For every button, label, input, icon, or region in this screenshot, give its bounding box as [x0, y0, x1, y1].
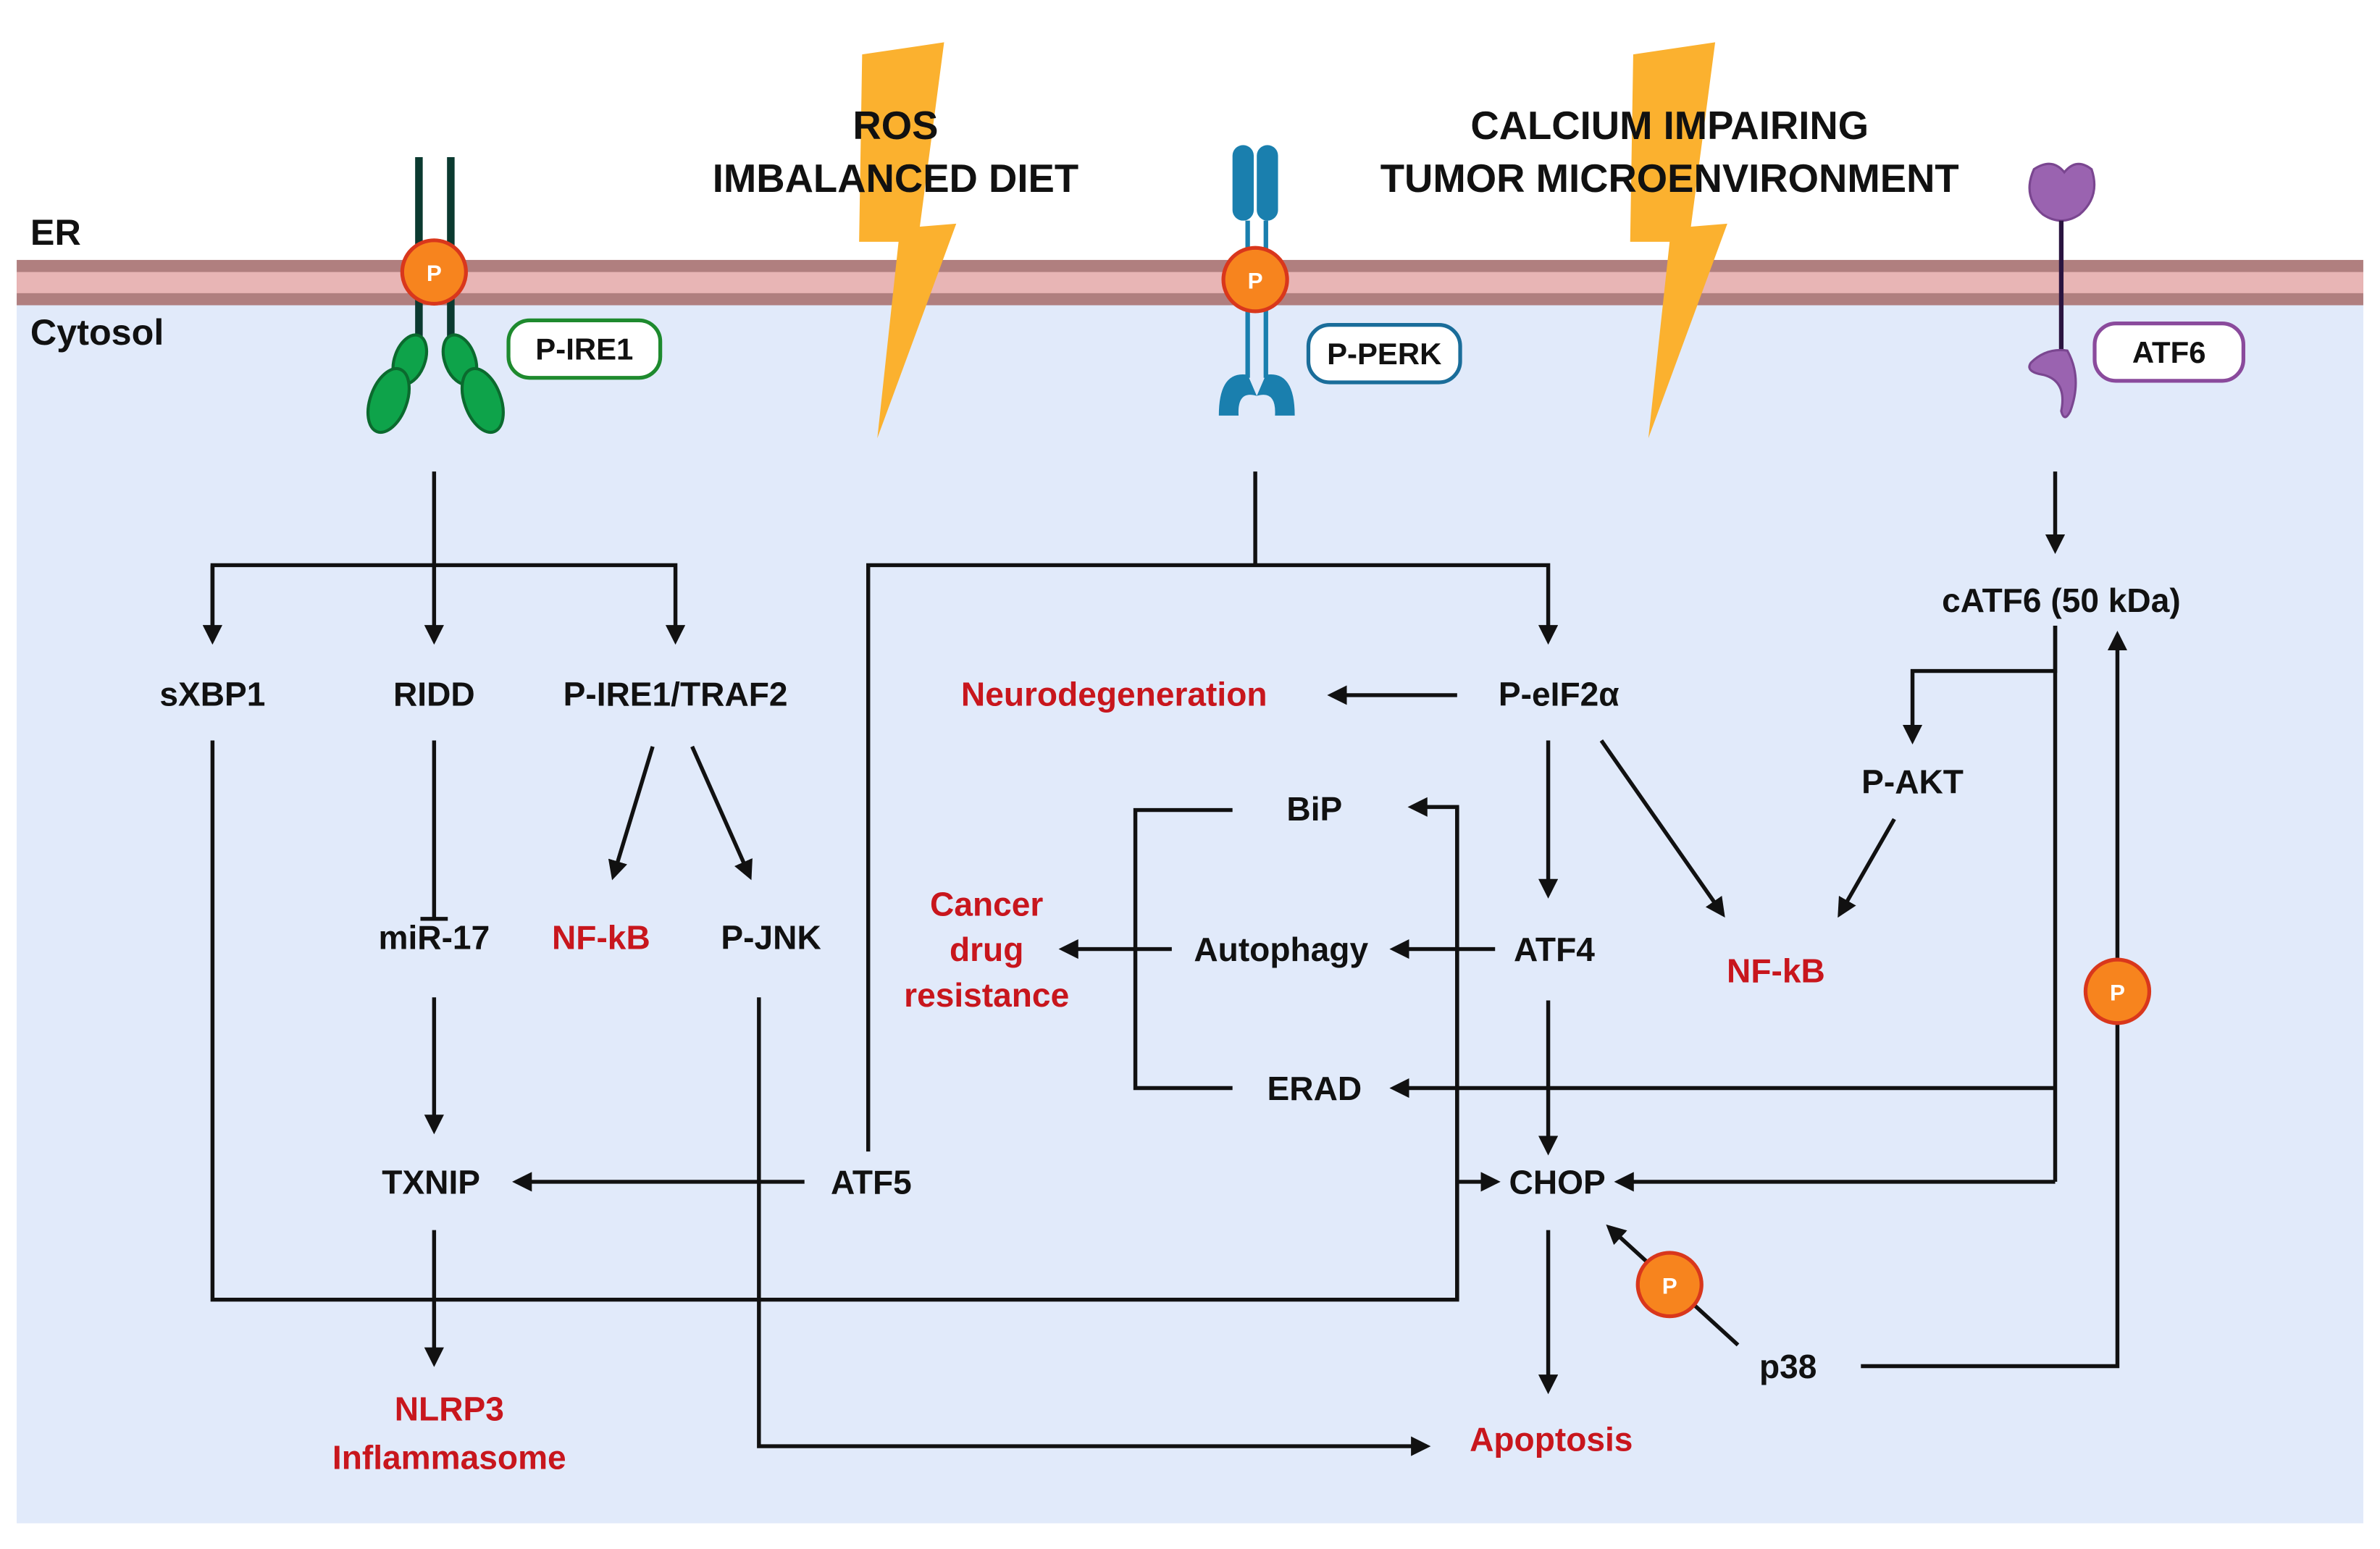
node-pakt: P-AKT	[1861, 763, 1964, 801]
node-ridd: RIDD	[393, 676, 475, 713]
perk-branch-connectors	[866, 471, 1725, 1395]
node-chop: CHOP	[1509, 1164, 1606, 1201]
lightning-bolt-icon	[1630, 42, 1727, 439]
svg-text:P: P	[1662, 1273, 1677, 1298]
node-nlrp3: NLRP3	[395, 1390, 504, 1428]
phospho-icon: P	[400, 238, 468, 306]
node-apoptosis: Apoptosis	[1470, 1420, 1633, 1458]
atf6-branch-connectors	[1389, 471, 2128, 1369]
stressor-tumor: TUMOR MICROENVIRONMENT	[1380, 156, 1959, 201]
node-nfkb-right: NF-kB	[1727, 952, 1825, 990]
node-nfkb-left: NF-kB	[552, 919, 650, 957]
svg-text:ATF6: ATF6	[2132, 335, 2206, 369]
er-lumen-background	[0, 0, 2380, 265]
phospho-icon: P	[1221, 245, 1289, 314]
phospho-icon: P	[1635, 1251, 1704, 1319]
ire1-receptor-icon	[366, 157, 505, 435]
node-atf5: ATF5	[831, 1164, 912, 1201]
svg-text:P: P	[2110, 981, 2125, 1006]
stressor-diet: IMBALANCED DIET	[713, 156, 1078, 201]
cytosol-background	[17, 281, 2363, 1524]
node-ire1-traf2: P-IRE1/TRAF2	[563, 676, 788, 713]
node-peif2a: P-eIF2α	[1499, 676, 1620, 713]
node-cancer: Cancer	[930, 886, 1043, 923]
svg-text:P: P	[1248, 269, 1263, 294]
node-catf6: cATF6 (50 kDa)	[1942, 582, 2181, 619]
node-atf4: ATF4	[1514, 931, 1595, 968]
svg-text:P-IRE1: P-IRE1	[535, 332, 633, 366]
atf6-receptor-icon	[2028, 162, 2096, 419]
ire1-label-pill: P-IRE1	[506, 318, 663, 380]
lightning-bolt-icon	[859, 42, 957, 439]
node-inflammasome: Inflammasome	[332, 1438, 566, 1476]
node-drug: drug	[950, 931, 1023, 968]
er-label: ER	[30, 212, 81, 253]
perk-label-pill: P-PERK	[1306, 323, 1462, 385]
atf6-label-pill: ATF6	[2092, 321, 2246, 383]
svg-text:P-PERK: P-PERK	[1327, 337, 1441, 371]
stressor-calcium: CALCIUM IMPAIRING	[1470, 104, 1869, 148]
node-autophagy: Autophagy	[1194, 931, 1368, 968]
cytosol-label: Cytosol	[30, 312, 164, 353]
phospho-icon: P	[2083, 957, 2152, 1025]
er-membrane	[17, 259, 2363, 306]
node-mir17: miR-17	[379, 919, 490, 957]
stressor-ros: ROS	[852, 104, 938, 148]
node-neurodegeneration: Neurodegeneration	[961, 676, 1267, 713]
node-txnip: TXNIP	[382, 1164, 480, 1201]
node-bip: BiP	[1286, 790, 1342, 828]
perk-receptor-icon	[1218, 145, 1295, 416]
node-p38: p38	[1759, 1348, 1817, 1385]
node-pjnk: P-JNK	[721, 919, 821, 957]
node-resistance: resistance	[904, 976, 1069, 1014]
node-sxbp1: sXBP1	[159, 676, 265, 713]
node-erad: ERAD	[1267, 1070, 1362, 1107]
svg-text:P: P	[427, 261, 442, 286]
